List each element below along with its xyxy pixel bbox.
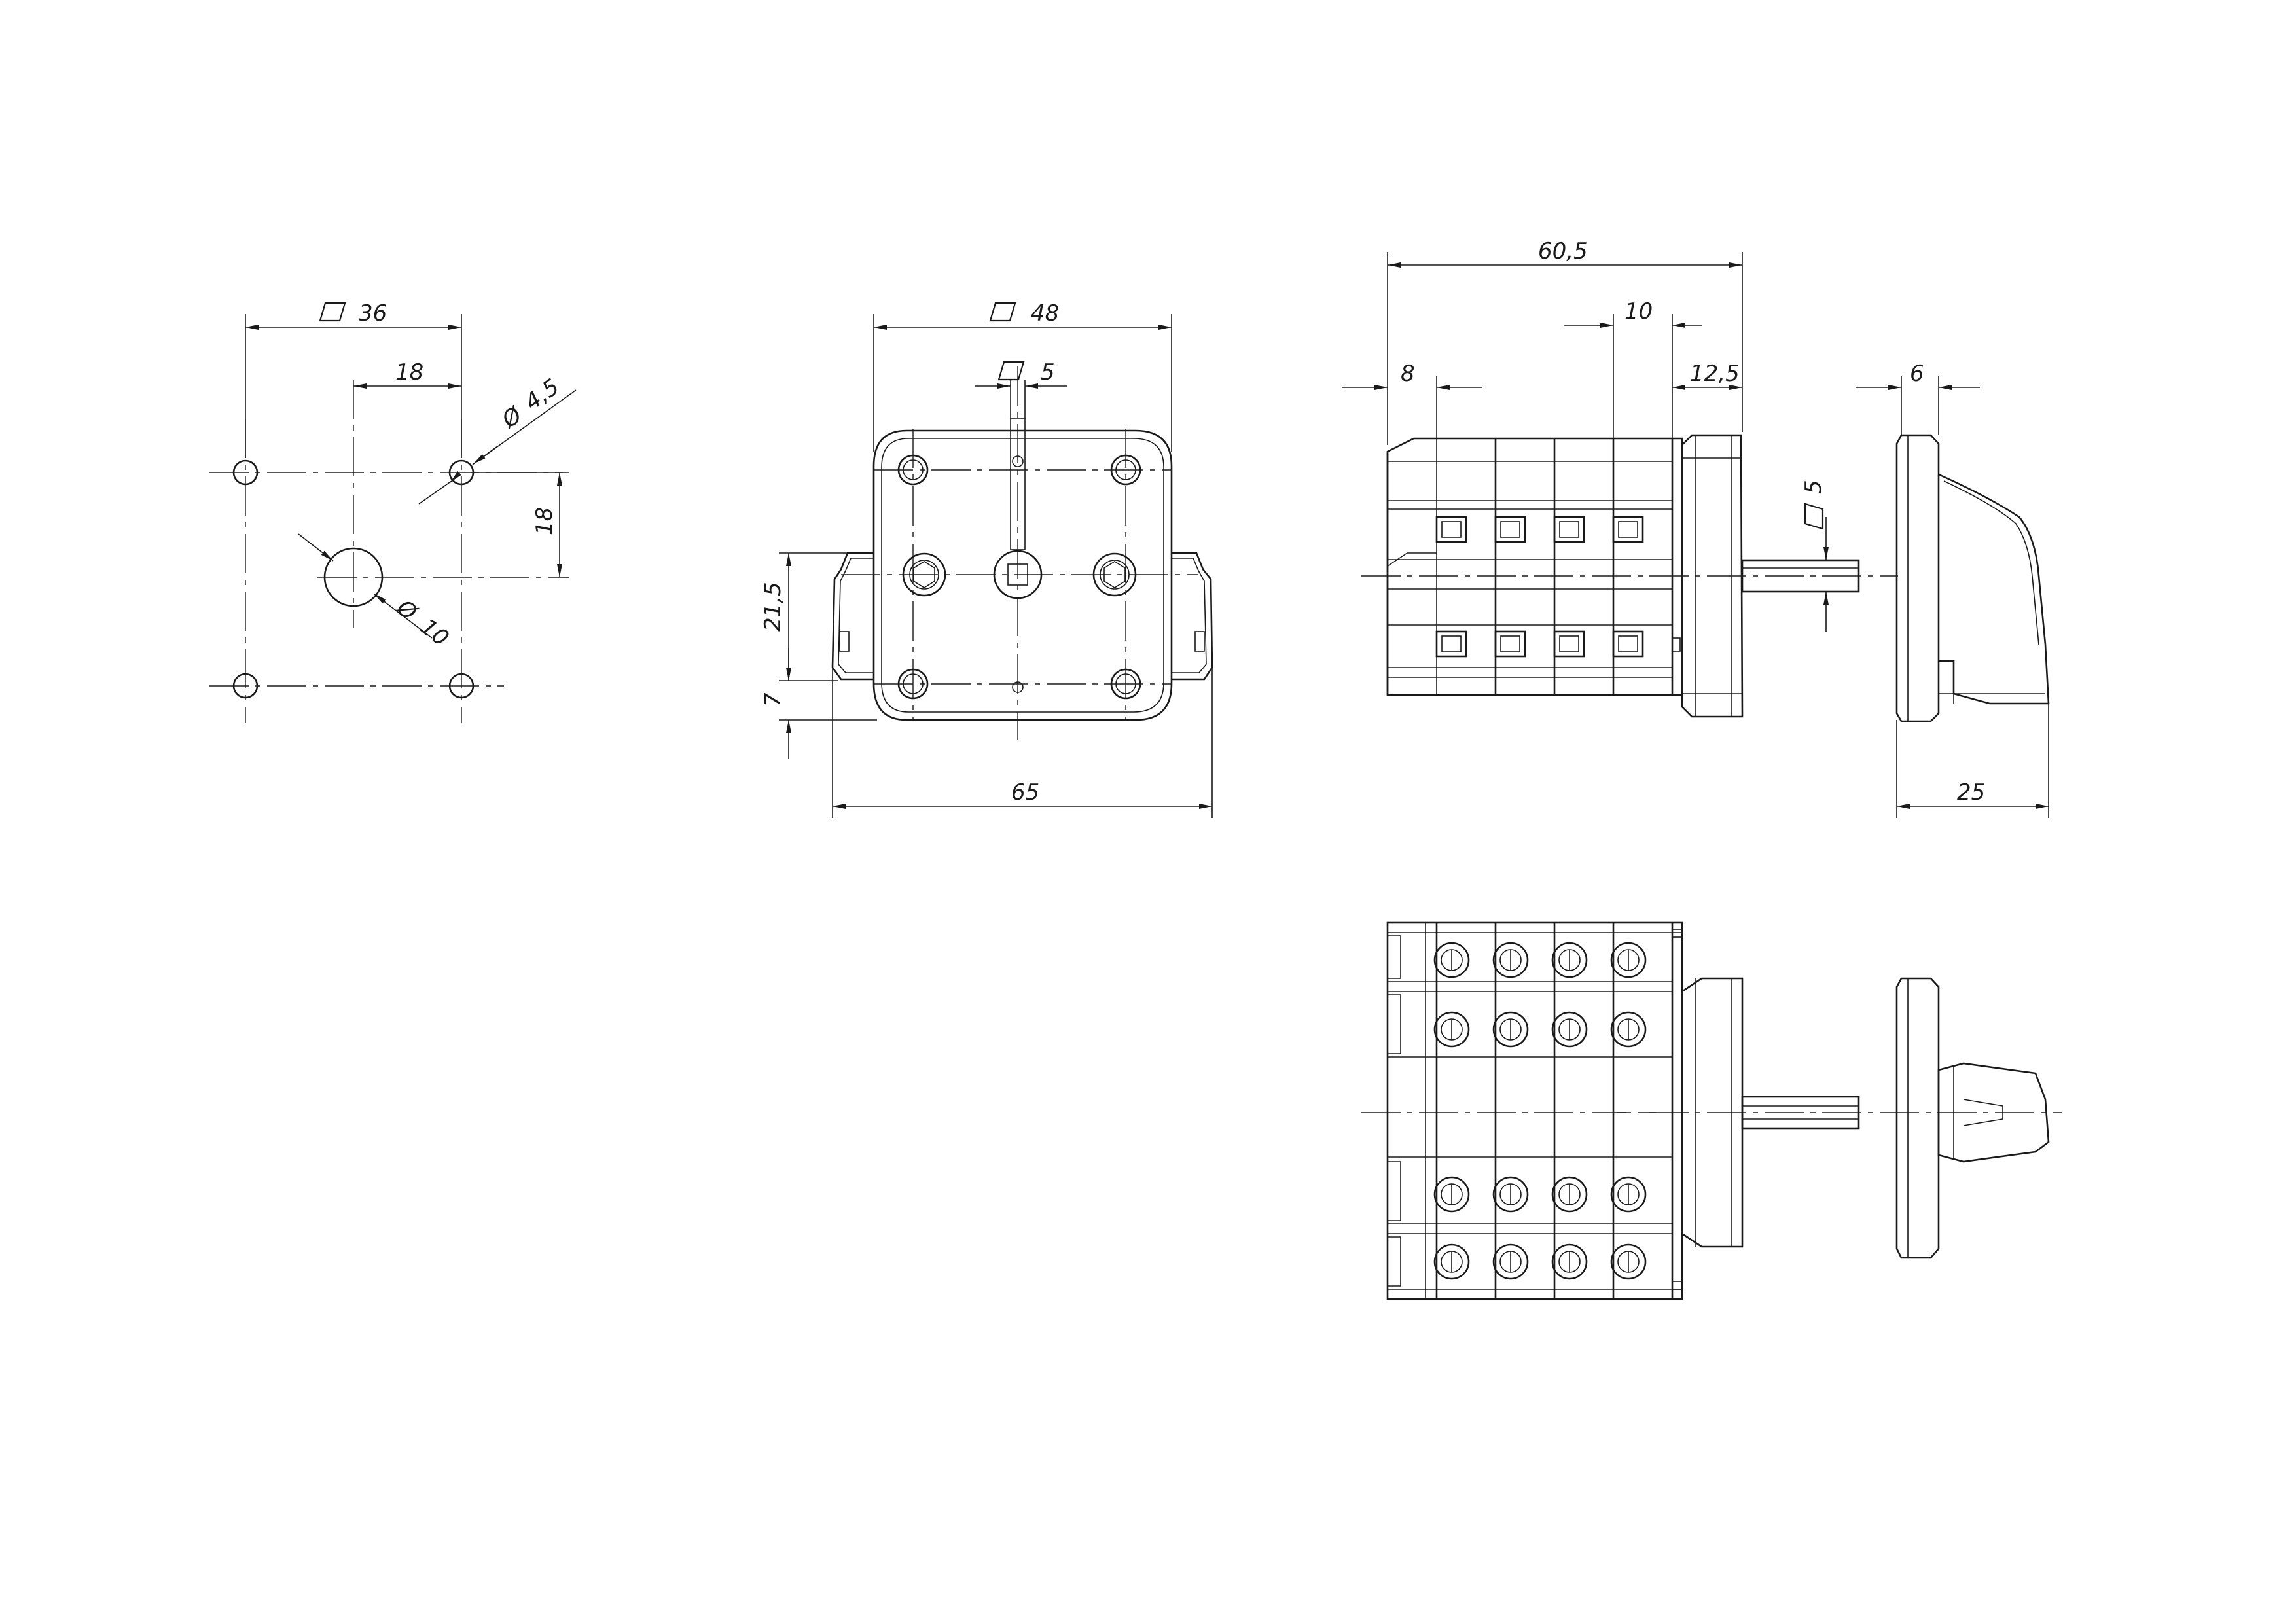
front-view: 48 5 21,5 7 65 [760, 300, 1213, 818]
mounting-hole-top-left [232, 459, 259, 486]
dim-center-hole-10: 10 [415, 614, 454, 652]
terminal-row-2 [1433, 1011, 1647, 1048]
side-shaft [1741, 559, 1860, 593]
corner-hole-tr [1110, 454, 1141, 486]
upper-terminal-slots [1435, 516, 1644, 543]
mounting-hole-bottom-left [232, 673, 259, 699]
dim-height-21-5: 21,5 [760, 582, 786, 632]
corner-hole-br [1110, 668, 1141, 700]
corner-hole-bl [897, 668, 929, 700]
dim-handle-depth-25: 25 [1957, 779, 1985, 806]
top-handle-plate [1895, 977, 1940, 1259]
dim-square-48: 48 [1031, 300, 1059, 327]
lower-terminal-slots [1435, 630, 1644, 658]
mounting-hole-bottom-right [448, 673, 475, 699]
handle-side-view: 6 25 [1856, 361, 2050, 818]
center-hole [323, 547, 384, 607]
top-shaft [1741, 1096, 1860, 1130]
front-flange [1681, 434, 1744, 718]
dim-diameter-symbol-center: Ø [391, 594, 422, 626]
top-view [1361, 921, 2062, 1300]
screw-left [902, 552, 946, 597]
dim-side-shaft-square-5: 5 [1801, 480, 1827, 494]
dim-small-hole-4-5: 4,5 [520, 374, 564, 416]
mounting-pattern-view: 36 18 18 Ø 4,5 Ø 10 [209, 300, 577, 723]
top-body-stack [1386, 921, 1683, 1300]
terminal-row-1 [1433, 942, 1647, 978]
top-flange [1681, 977, 1744, 1248]
dim-width-65: 65 [1011, 779, 1039, 806]
corner-hole-tl [897, 454, 929, 486]
switch-body-stack [1386, 437, 1683, 696]
square-symbol [319, 302, 346, 322]
dim-square-36: 36 [359, 300, 387, 327]
dim-total-length-60-5: 60,5 [1538, 238, 1588, 264]
right-side-tab [1172, 552, 1213, 681]
side-view: 60,5 10 8 12,5 5 [1342, 238, 1898, 718]
terminal-row-3 [1433, 1176, 1647, 1213]
dim-right-12-5: 12,5 [1690, 361, 1740, 387]
dim-left-8: 8 [1401, 361, 1415, 387]
dim-half-18: 18 [395, 359, 423, 385]
shaft-boss [993, 550, 1043, 599]
screw-right [1092, 552, 1137, 597]
front-plate-outline [872, 429, 1173, 721]
handle-plate [1895, 434, 1940, 722]
dim-offset-7: 7 [760, 692, 786, 707]
top-handle-knob [1937, 1062, 2050, 1163]
handle-knob [1938, 473, 2050, 705]
dim-segment-10: 10 [1624, 298, 1653, 325]
dim-handle-thickness-6: 6 [1910, 361, 1924, 387]
dim-shaft-square-5: 5 [1041, 359, 1055, 385]
terminal-row-4 [1433, 1243, 1647, 1280]
dim-vertical-18: 18 [531, 507, 558, 535]
dim-diameter-symbol-small: Ø [496, 401, 528, 434]
